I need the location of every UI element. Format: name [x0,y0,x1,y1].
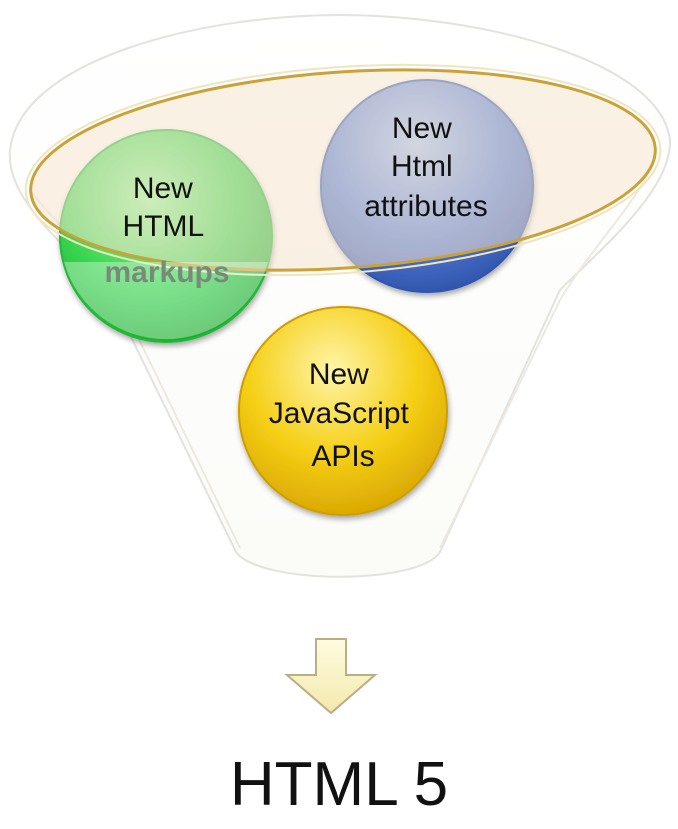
attributes-line-2: Html [391,150,453,183]
funnel-rim-highlight [24,63,662,277]
apis-line-3: APIs [311,440,374,473]
attributes-line-1: New [392,112,452,145]
apis-line-1: New [309,358,369,391]
result-label: HTML 5 [229,750,449,819]
attributes-label: New Html attributes [364,112,487,223]
apis-line-2: JavaScript [269,397,410,430]
funnel-rim [29,68,657,272]
markups-line-2: HTML [123,210,204,243]
markups-circle-lower-fade [64,262,268,340]
markups-line-1: New [133,172,193,205]
markups-line-3: markups [104,256,229,289]
attributes-line-3: attributes [364,190,487,223]
input-apis-circle [238,306,448,516]
down-arrow-icon [284,638,378,715]
apis-label: New JavaScript APIs [269,358,417,473]
markups-label: New HTML markups [104,172,229,289]
